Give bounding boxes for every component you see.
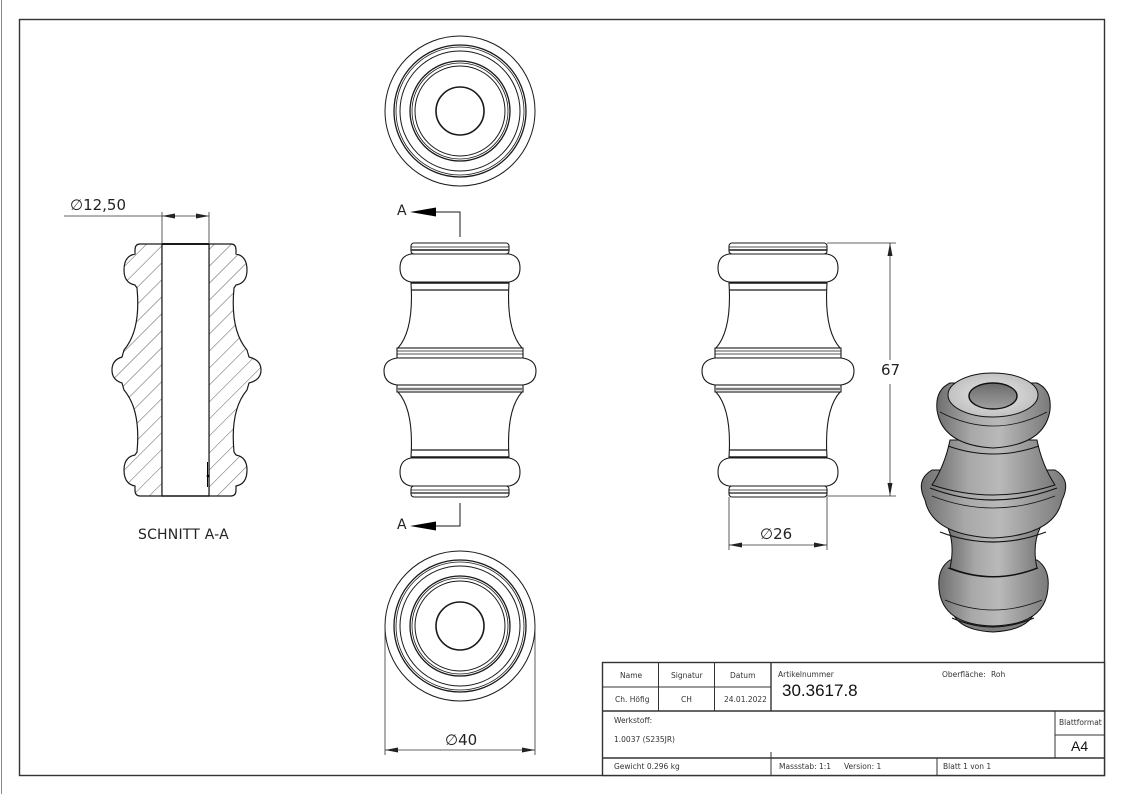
height-dimension: 67 — [881, 361, 901, 379]
side-view — [701, 242, 855, 498]
value-name: Ch. Höfig — [615, 695, 650, 704]
header-signatur: Signatur — [671, 671, 703, 680]
value-datum: 24.01.2022 — [724, 695, 767, 704]
value-blattformat: A4 — [1071, 738, 1089, 754]
max-diameter-dimension: ∅40 — [445, 731, 478, 749]
value-version: Version: 1 — [844, 762, 882, 771]
side-view-dimensions — [728, 242, 896, 550]
end-diameter-dimension: ∅26 — [760, 525, 793, 543]
bottom-view — [384, 550, 536, 702]
header-oberflaeche: Oberfläche: — [942, 670, 986, 679]
bottom-view-dimension — [384, 626, 536, 755]
header-name: Name — [620, 671, 643, 680]
value-massstab: Massstab: 1:1 — [779, 762, 832, 771]
section-label: SCHNITT A-A — [138, 527, 229, 543]
value-signatur: CH — [681, 695, 692, 704]
header-artikelnummer: Artikelnummer — [778, 670, 834, 679]
top-view — [384, 35, 536, 187]
value-gewicht: Gewicht 0.296 kg — [614, 762, 680, 771]
diameter-symbol-icon: ∅ — [70, 196, 84, 214]
article-number: 30.3617.8 — [782, 681, 858, 700]
value-werkstoff: 1.0037 (S235JR) — [614, 735, 675, 744]
title-block — [601, 661, 1106, 777]
value-oberflaeche: Roh — [991, 670, 1006, 679]
bore-diameter-dimension: ∅12,50 — [70, 198, 126, 213]
section-marker-bottom: A — [397, 517, 407, 533]
drawing-frame — [18, 18, 1106, 777]
header-datum: Datum — [730, 671, 756, 680]
value-blatt: Blatt 1 von 1 — [943, 762, 992, 771]
isometric-view — [920, 372, 1067, 633]
section-view-a-a — [64, 212, 262, 497]
header-blattformat: Blattformat — [1059, 718, 1102, 727]
diameter-symbol-icon: ∅ — [760, 525, 774, 543]
section-marker-top: A — [397, 203, 407, 219]
diameter-symbol-icon: ∅ — [445, 731, 459, 749]
front-view — [383, 207, 537, 531]
header-werkstoff: Werkstoff: — [614, 716, 653, 725]
bore-diameter-value: 12,50 — [83, 196, 127, 214]
